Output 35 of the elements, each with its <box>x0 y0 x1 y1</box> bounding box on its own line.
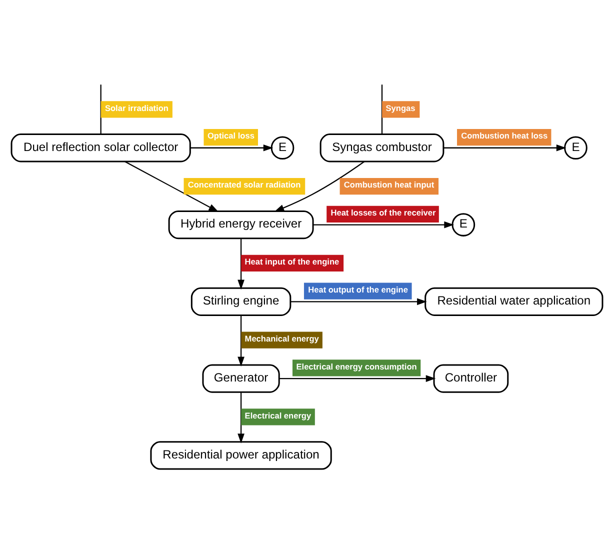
arrow <box>279 375 436 382</box>
arrow <box>444 144 566 152</box>
node-box: Controller <box>433 364 509 393</box>
edge-label: Optical loss <box>208 130 254 141</box>
edge-label: Heat losses of the receiver <box>330 208 436 218</box>
edge-label: Syngas <box>386 102 416 113</box>
edge-label: Combustion heat input <box>344 180 434 190</box>
arrow <box>190 144 274 152</box>
node-box: Generator <box>202 364 280 393</box>
edge-label: Mechanical energy <box>244 333 319 344</box>
arrow <box>238 238 244 290</box>
node-box: Stirling engine <box>190 287 292 316</box>
edge-label: Concentrated solar radiation <box>188 180 301 190</box>
edge-label: Heat input of the engine <box>244 256 340 267</box>
node-box: Syngas combustor <box>320 134 444 162</box>
edge-label: Combustion heat loss <box>461 130 548 141</box>
arrow <box>274 161 365 212</box>
edge-label: Electrical energy consumption <box>296 361 417 372</box>
node-box: Residential water application <box>424 287 604 316</box>
node-box: Hybrid energy receiver <box>168 210 314 240</box>
arrow <box>238 316 244 366</box>
edge-label: Electrical energy <box>244 410 312 420</box>
arrow <box>238 392 244 444</box>
node-circle: E <box>270 136 294 160</box>
connector <box>381 84 383 134</box>
arrow <box>124 161 219 212</box>
connector <box>100 84 102 134</box>
node-circle: E <box>452 213 476 236</box>
node-circle: E <box>564 136 588 160</box>
edge-label: Heat output of the engine <box>308 284 408 294</box>
arrow <box>313 221 454 228</box>
arrow <box>290 298 427 306</box>
node-box: Duel reflection solar collector <box>10 134 191 162</box>
edge-label: Solar irradiation <box>104 102 169 113</box>
node-box: Residential power application <box>150 441 332 470</box>
